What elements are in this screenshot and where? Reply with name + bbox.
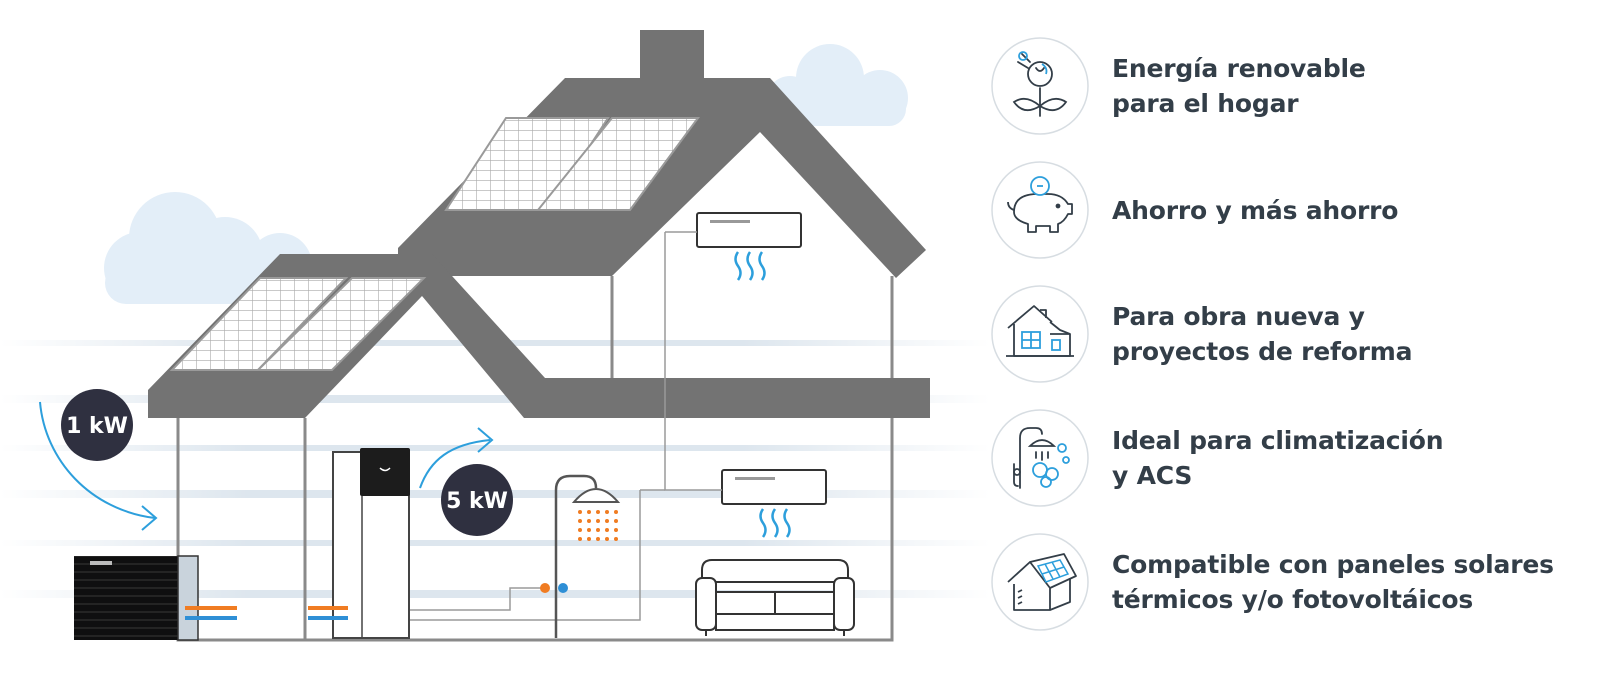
water-pipes <box>185 606 348 620</box>
feature-title-line: y ACS <box>1112 461 1193 490</box>
feature-list: Energía renovable para el hogar Ahorro y… <box>990 36 1590 632</box>
air-conditioner-upper <box>696 212 802 281</box>
input-power-label: 1 kW <box>66 414 128 439</box>
air-conditioner-lower <box>721 469 827 538</box>
output-energy-arrow <box>419 427 494 489</box>
feature-title-line: proyectos de reforma <box>1112 337 1413 366</box>
feature-title-line: para el hogar <box>1112 89 1299 118</box>
feature-title-line: Para obra nueva y <box>1112 302 1365 331</box>
solar-panel-roof-icon <box>991 533 1089 631</box>
feature-title-line: Energía renovable <box>1112 54 1366 83</box>
ambient-energy-arrow <box>39 401 158 531</box>
input-power-badge: 1 kW <box>61 389 133 461</box>
feature-new-build-renovation: Para obra nueva y proyectos de reforma <box>990 284 1590 384</box>
piggy-bank-icon <box>991 161 1089 259</box>
output-power-badge: 5 kW <box>441 464 513 536</box>
output-power-label: 5 kW <box>446 489 508 514</box>
feature-title-line: Compatible con paneles solares <box>1112 550 1554 579</box>
feature-savings: Ahorro y más ahorro <box>990 160 1590 260</box>
heat-pump-house-illustration: 1 kW 5 kW <box>0 30 990 642</box>
renewable-energy-plant-icon <box>991 37 1089 135</box>
outdoor-heat-pump <box>74 555 199 641</box>
feature-renewable-energy: Energía renovable para el hogar <box>990 36 1590 136</box>
feature-title-line: térmicos y/o fotovoltáicos <box>1112 585 1474 614</box>
house-walls <box>176 276 894 642</box>
pipe-lines <box>410 231 722 621</box>
feature-title-line: Ideal para climatización <box>1112 426 1444 455</box>
house-renovation-icon <box>991 285 1089 383</box>
feature-climate-hot-water: Ideal para climatización y ACS <box>990 408 1590 508</box>
solar-panels <box>169 117 700 371</box>
shower-heating-icon <box>991 409 1089 507</box>
shower <box>540 474 621 638</box>
feature-title-line: Ahorro y más ahorro <box>1112 195 1399 225</box>
sofa <box>695 559 855 636</box>
feature-solar-compatible: Compatible con paneles solares térmicos … <box>990 532 1590 632</box>
